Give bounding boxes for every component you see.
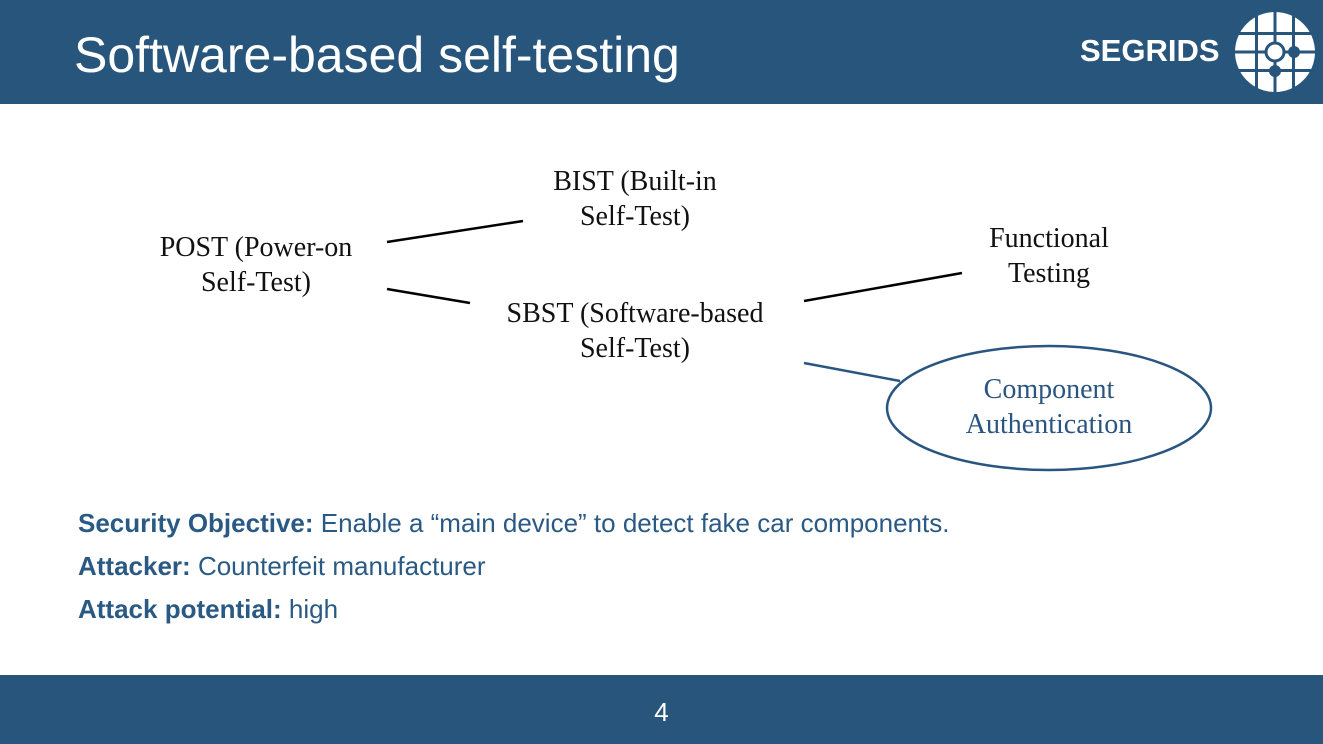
slide-title: Software-based self-testing (74, 27, 680, 83)
node-component-authentication: Component Authentication (919, 372, 1179, 442)
statement-attack-potential: Attack potential: high (78, 594, 949, 624)
statement-security-objective: Security Objective: Enable a “main devic… (78, 508, 949, 538)
node-sbst: SBST (Software-based Self-Test) (470, 296, 800, 366)
node-bist-line2: Self-Test) (579, 201, 690, 232)
component-auth-ellipse (885, 344, 1213, 472)
header-bar: Software-based self-testing SEGRIDS (0, 0, 1323, 104)
connector-post-sbst (386, 287, 471, 305)
node-functional-line1: Functional (989, 223, 1109, 254)
node-bist-line1: BIST (Built-in (553, 166, 717, 197)
logo-text: SEGRIDS (1080, 33, 1220, 68)
page-number: 4 (654, 697, 669, 727)
node-auth-line2: Authentication (965, 409, 1133, 440)
node-functional-line2: Testing (1007, 258, 1091, 289)
node-functional-testing: Functional Testing (949, 221, 1149, 291)
statement-label: Attacker: (78, 551, 191, 581)
testing-diagram: POST (Power-on Self-Test) BIST (Built-in… (0, 104, 1323, 504)
security-statements: Security Objective: Enable a “main devic… (78, 508, 949, 637)
statement-text: Enable a “main device” to detect fake ca… (313, 508, 950, 538)
node-post-line1: POST (Power-on (159, 232, 353, 263)
node-auth-line1: Component (983, 374, 1115, 405)
statement-text: Counterfeit manufacturer (190, 551, 486, 581)
statement-text: high (281, 594, 339, 624)
statement-attacker: Attacker: Counterfeit manufacturer (78, 551, 949, 581)
diagram-connectors (386, 219, 1213, 472)
node-sbst-line2: Self-Test) (579, 333, 690, 364)
footer-bar: 4 (0, 675, 1323, 744)
statement-label: Security Objective: (78, 508, 314, 538)
connector-post-bist (386, 219, 524, 244)
node-sbst-line1: SBST (Software-based (506, 298, 764, 329)
connector-sbst-auth (803, 361, 901, 383)
node-bist: BIST (Built-in Self-Test) (515, 164, 755, 234)
statement-label: Attack potential: (78, 594, 282, 624)
node-post-line2: Self-Test) (200, 267, 311, 298)
connector-sbst-functional (803, 271, 963, 303)
segrids-logo-icon (1234, 11, 1316, 93)
node-post: POST (Power-on Self-Test) (136, 230, 376, 300)
